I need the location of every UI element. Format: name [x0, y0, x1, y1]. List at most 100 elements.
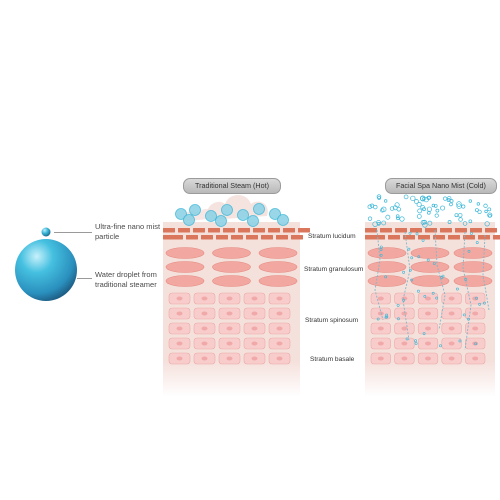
brick-cell — [470, 228, 482, 233]
brick-cell — [246, 235, 258, 240]
brick-cell — [433, 235, 445, 240]
cell-nucleus — [377, 326, 384, 331]
mist-particle — [447, 196, 452, 201]
oval-cell — [165, 275, 205, 287]
mist-particle — [470, 232, 473, 235]
cell-nucleus — [176, 296, 183, 301]
cell-nucleus — [251, 311, 258, 316]
mist-penetration-path — [374, 229, 384, 321]
mist-particle — [373, 204, 378, 210]
mist-particle — [410, 195, 416, 201]
mist-particle — [477, 209, 482, 214]
brick-cell — [388, 235, 400, 240]
cell-nucleus — [226, 326, 233, 331]
mist-particle — [403, 194, 409, 200]
mist-particle — [384, 199, 388, 203]
oval-cell — [410, 247, 450, 259]
cell-nucleus — [448, 296, 455, 301]
cell-nucleus — [401, 311, 408, 316]
cell-nucleus — [425, 296, 431, 301]
mist-particle — [434, 213, 439, 218]
cell-nucleus — [276, 356, 283, 361]
mist-particle — [385, 214, 391, 220]
mist-penetration-path — [402, 231, 411, 341]
mist-particle — [441, 274, 445, 278]
cell-nucleus — [251, 341, 258, 346]
oval-cell — [453, 247, 493, 259]
mist-particle — [415, 232, 419, 236]
steam-droplet — [237, 209, 249, 221]
mist-particle — [423, 295, 427, 298]
steam-droplet — [205, 210, 217, 222]
cell-nucleus — [472, 326, 479, 331]
brick-cell — [425, 228, 437, 233]
oval-cell — [453, 275, 493, 287]
steam-droplet — [247, 215, 259, 227]
oval-cell — [258, 261, 298, 273]
mist-particle — [407, 247, 411, 251]
mist-particle — [484, 221, 490, 227]
mist-particle — [426, 206, 433, 212]
mist-particle — [464, 278, 468, 281]
mist-particle — [456, 287, 459, 291]
cell-nucleus — [276, 296, 283, 301]
brick-cell — [298, 228, 310, 233]
mist-particle — [405, 337, 409, 341]
hot-skin-diagram — [163, 195, 310, 397]
mist-particle — [487, 207, 492, 212]
mist-particle — [377, 196, 381, 200]
mist-particle — [420, 205, 425, 210]
oval-cell — [212, 247, 251, 259]
brick-cell — [455, 228, 467, 233]
brick-cell — [238, 228, 250, 233]
mist-particle — [427, 211, 431, 215]
cell-nucleus — [276, 311, 283, 316]
mist-particle — [435, 296, 439, 300]
brick-cell — [395, 228, 407, 233]
cell-nucleus — [276, 341, 283, 346]
mist-penetration-path — [462, 231, 472, 351]
brick-cell — [268, 228, 280, 233]
mist-particle — [420, 220, 426, 225]
mist-particle — [379, 253, 383, 257]
droplet-leader-line — [77, 278, 92, 279]
mist-particle — [395, 214, 400, 218]
mist-particle — [408, 231, 412, 235]
cell-nucleus — [251, 326, 258, 331]
mist-particle — [475, 241, 479, 244]
brick-cell — [193, 228, 205, 233]
mist-particle — [427, 220, 433, 226]
mist-particle — [467, 250, 471, 253]
brick-cell — [493, 235, 500, 240]
oval-cell — [367, 275, 407, 287]
mist-particle — [376, 317, 380, 321]
mist-particle — [414, 199, 419, 204]
oval-cell — [258, 247, 298, 259]
mist-particle — [422, 332, 426, 336]
mist-particle — [454, 213, 459, 218]
mist-particle — [394, 202, 400, 208]
cell-nucleus — [201, 326, 208, 331]
mist-particle — [456, 201, 462, 207]
mist-particle — [416, 214, 422, 219]
mist-particle — [457, 212, 463, 218]
brick-cell — [283, 228, 295, 233]
mist-particle — [417, 255, 421, 259]
mist-particle — [458, 339, 462, 343]
nano-mist-panel: Facial Spa Nano Mist (Cold) — [365, 178, 500, 400]
cold-panel-title: Facial Spa Nano Mist (Cold) — [385, 178, 497, 194]
brick-cell — [231, 235, 243, 240]
cell-nucleus — [448, 341, 455, 346]
mist-particle — [417, 289, 420, 293]
mist-particle — [440, 205, 446, 211]
cell-nucleus — [377, 311, 384, 316]
steam-droplet — [175, 208, 187, 220]
mist-particle — [417, 208, 423, 214]
mist-particle — [447, 220, 452, 224]
cell-nucleus — [472, 356, 479, 361]
water-droplet-icon — [15, 239, 77, 301]
mist-particle — [367, 204, 373, 210]
mist-particle — [468, 199, 473, 203]
brick-cell — [171, 235, 183, 240]
oval-cell — [212, 275, 251, 287]
